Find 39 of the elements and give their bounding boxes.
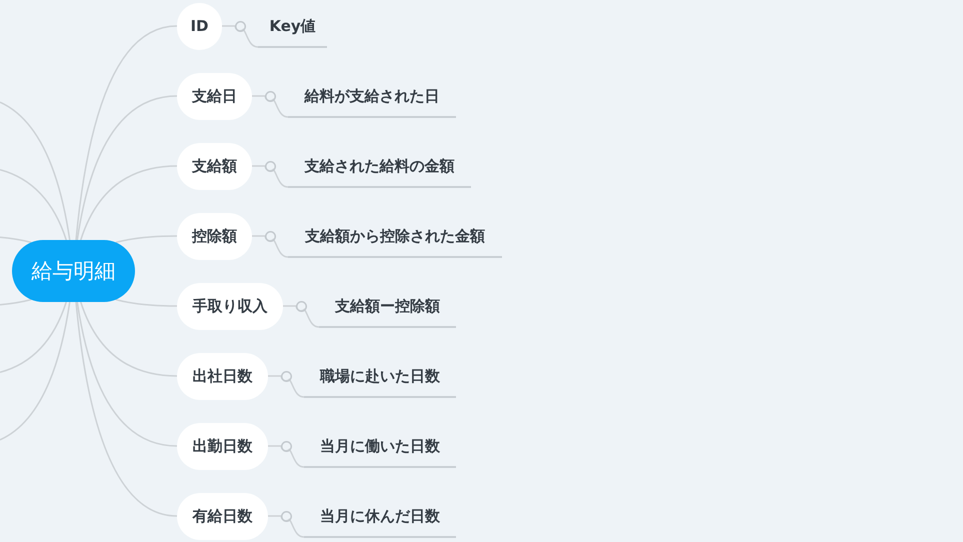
connector-line xyxy=(80,302,178,377)
connector-line xyxy=(268,445,304,468)
connector-line xyxy=(222,25,258,48)
connector-line xyxy=(252,165,288,188)
central-topic: 給与明細 xyxy=(12,240,135,302)
connector-line xyxy=(75,25,178,240)
topic-pill: 支給日 xyxy=(177,72,252,120)
underlined-topic: 給料が支給された日 xyxy=(288,82,456,118)
connector-line xyxy=(0,101,70,240)
underlined-topic: 支給額ー控除額 xyxy=(319,292,456,328)
topic-pill: 有給日数 xyxy=(177,492,268,540)
underlined-topic: 職場に赴いた日数 xyxy=(304,362,456,398)
underlined-topic: 当月に働いた日数 xyxy=(304,432,456,468)
topic-pill: ID xyxy=(177,2,222,50)
topic-pill: 支給額 xyxy=(177,142,252,190)
connector-line xyxy=(0,168,67,240)
underlined-topic: 支給された給料の金額 xyxy=(288,152,471,188)
connector-line xyxy=(283,305,320,328)
underlined-topic: 当月に休んだ日数 xyxy=(304,502,456,538)
connector-line xyxy=(76,302,178,447)
connector-line xyxy=(75,302,178,517)
connector-line xyxy=(252,235,288,258)
connector-line xyxy=(116,298,177,307)
connector-line xyxy=(76,95,178,240)
topic-pill: 出社日数 xyxy=(177,352,268,400)
underlined-topic: Key値 xyxy=(258,12,327,48)
connector-line xyxy=(252,95,288,118)
connector-line xyxy=(268,375,304,398)
connector-line xyxy=(0,302,67,374)
connector-line xyxy=(0,236,32,244)
connector-line xyxy=(268,515,304,538)
connector-line xyxy=(116,235,177,244)
underlined-topic: 支給額から控除された金額 xyxy=(288,222,502,258)
topic-pill: 手取り収入 xyxy=(177,282,283,330)
connector-line xyxy=(0,302,70,441)
topic-pill: 出勤日数 xyxy=(177,422,268,470)
topic-pill: 控除額 xyxy=(177,212,252,260)
connector-line xyxy=(0,298,32,306)
connector-line xyxy=(80,165,178,240)
